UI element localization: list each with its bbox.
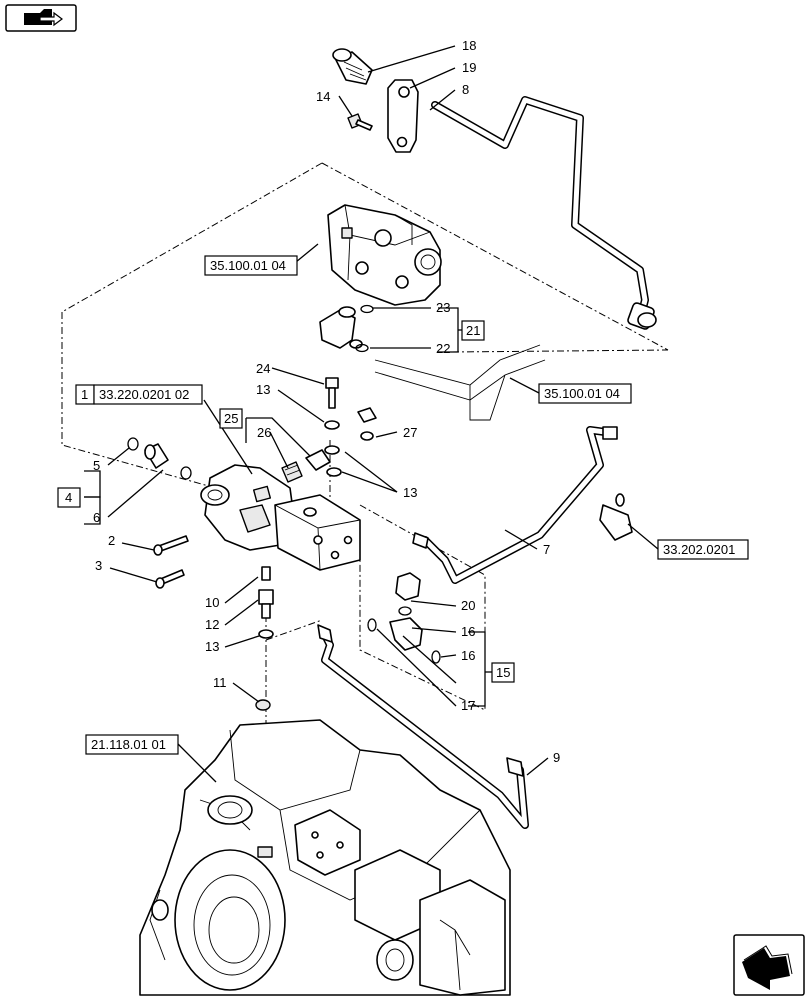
bracket-19 [387, 79, 419, 153]
valve-block [327, 204, 442, 306]
ref-box-33-202-0201[interactable]: 33.202.0201 [657, 539, 749, 560]
callout-22: 22 [436, 341, 450, 356]
nut-20 [395, 572, 421, 616]
callout-10: 10 [205, 595, 219, 610]
ref-33-202-0201: 33.202.0201 [663, 542, 735, 557]
callout-24: 24 [256, 361, 270, 376]
callout-4: 4 [65, 490, 72, 505]
callout-16a: 16 [461, 624, 475, 639]
callout-13b: 13 [403, 485, 417, 500]
callout-13a: 13 [256, 382, 270, 397]
fitting-18 [332, 48, 373, 85]
transmission-housing [139, 719, 511, 996]
pipe-8 [431, 96, 657, 330]
callout-labels: 18 19 8 14 23 22 24 13 26 27 13 5 6 2 3 … [93, 38, 560, 765]
ref-box-35-100-01-04-b[interactable]: 35.100.01 04 [538, 383, 632, 404]
ref-33-220-0201-02: 33.220.0201 02 [99, 387, 189, 402]
callout-26: 26 [257, 425, 271, 440]
callout-14: 14 [316, 89, 330, 104]
callout-5: 5 [93, 458, 100, 473]
ref-box-35-100-01-04-a[interactable]: 35.100.01 04 [204, 255, 298, 276]
callout-7: 7 [543, 542, 550, 557]
callout-15: 15 [496, 665, 510, 680]
callout-27: 27 [403, 425, 417, 440]
fitting-25 [281, 449, 331, 483]
boxed-callout-15[interactable]: 15 [491, 662, 515, 683]
boxed-callout-1[interactable]: 1 33.220.0201 02 [75, 384, 203, 405]
pipe-9 [317, 624, 529, 829]
folder-arrow-icon[interactable] [5, 4, 77, 32]
callout-6: 6 [93, 510, 100, 525]
ref-35-100-01-04-b: 35.100.01 04 [544, 386, 620, 401]
callout-23: 23 [436, 300, 450, 315]
callout-17: 17 [461, 698, 475, 713]
ref-21-118-01-01: 21.118.01 01 [91, 737, 166, 752]
bolt-3 [155, 569, 185, 589]
hose-outline [374, 344, 546, 421]
callout-9: 9 [553, 750, 560, 765]
callout-1: 1 [81, 387, 88, 402]
ref-box-21-118-01-01[interactable]: 21.118.01 01 [85, 734, 179, 755]
callout-12: 12 [205, 617, 219, 632]
boxed-callout-25[interactable]: 25 [219, 408, 243, 429]
callout-16b: 16 [461, 648, 475, 663]
callout-2: 2 [108, 533, 115, 548]
dash-guides [61, 162, 669, 920]
fitting-4 [127, 437, 192, 480]
sensor-33-202 [599, 493, 633, 541]
next-page-arrow-icon[interactable] [733, 934, 805, 996]
callout-25: 25 [224, 411, 238, 426]
pipe-7 [412, 426, 618, 584]
boxed-callout-4[interactable]: 4 [57, 487, 81, 508]
callout-20: 20 [461, 598, 475, 613]
callout-3: 3 [95, 558, 102, 573]
plug-27 [357, 407, 377, 441]
callout-21: 21 [466, 323, 480, 338]
callout-13c: 13 [205, 639, 219, 654]
boxed-callout-21[interactable]: 21 [461, 320, 485, 341]
tee-15 [367, 617, 441, 664]
callout-8: 8 [462, 82, 469, 97]
callout-18: 18 [462, 38, 476, 53]
main-valve-assembly [200, 464, 361, 571]
bolt-2 [153, 535, 189, 556]
leader-lines [84, 45, 659, 783]
callout-11: 11 [213, 675, 227, 690]
bolt-24 [324, 377, 342, 477]
elbow-fitting [319, 304, 374, 353]
ref-35-100-01-04-a: 35.100.01 04 [210, 258, 286, 273]
bolt-14 [347, 113, 373, 131]
callout-19: 19 [462, 60, 476, 75]
fitting-10-12 [255, 566, 274, 711]
